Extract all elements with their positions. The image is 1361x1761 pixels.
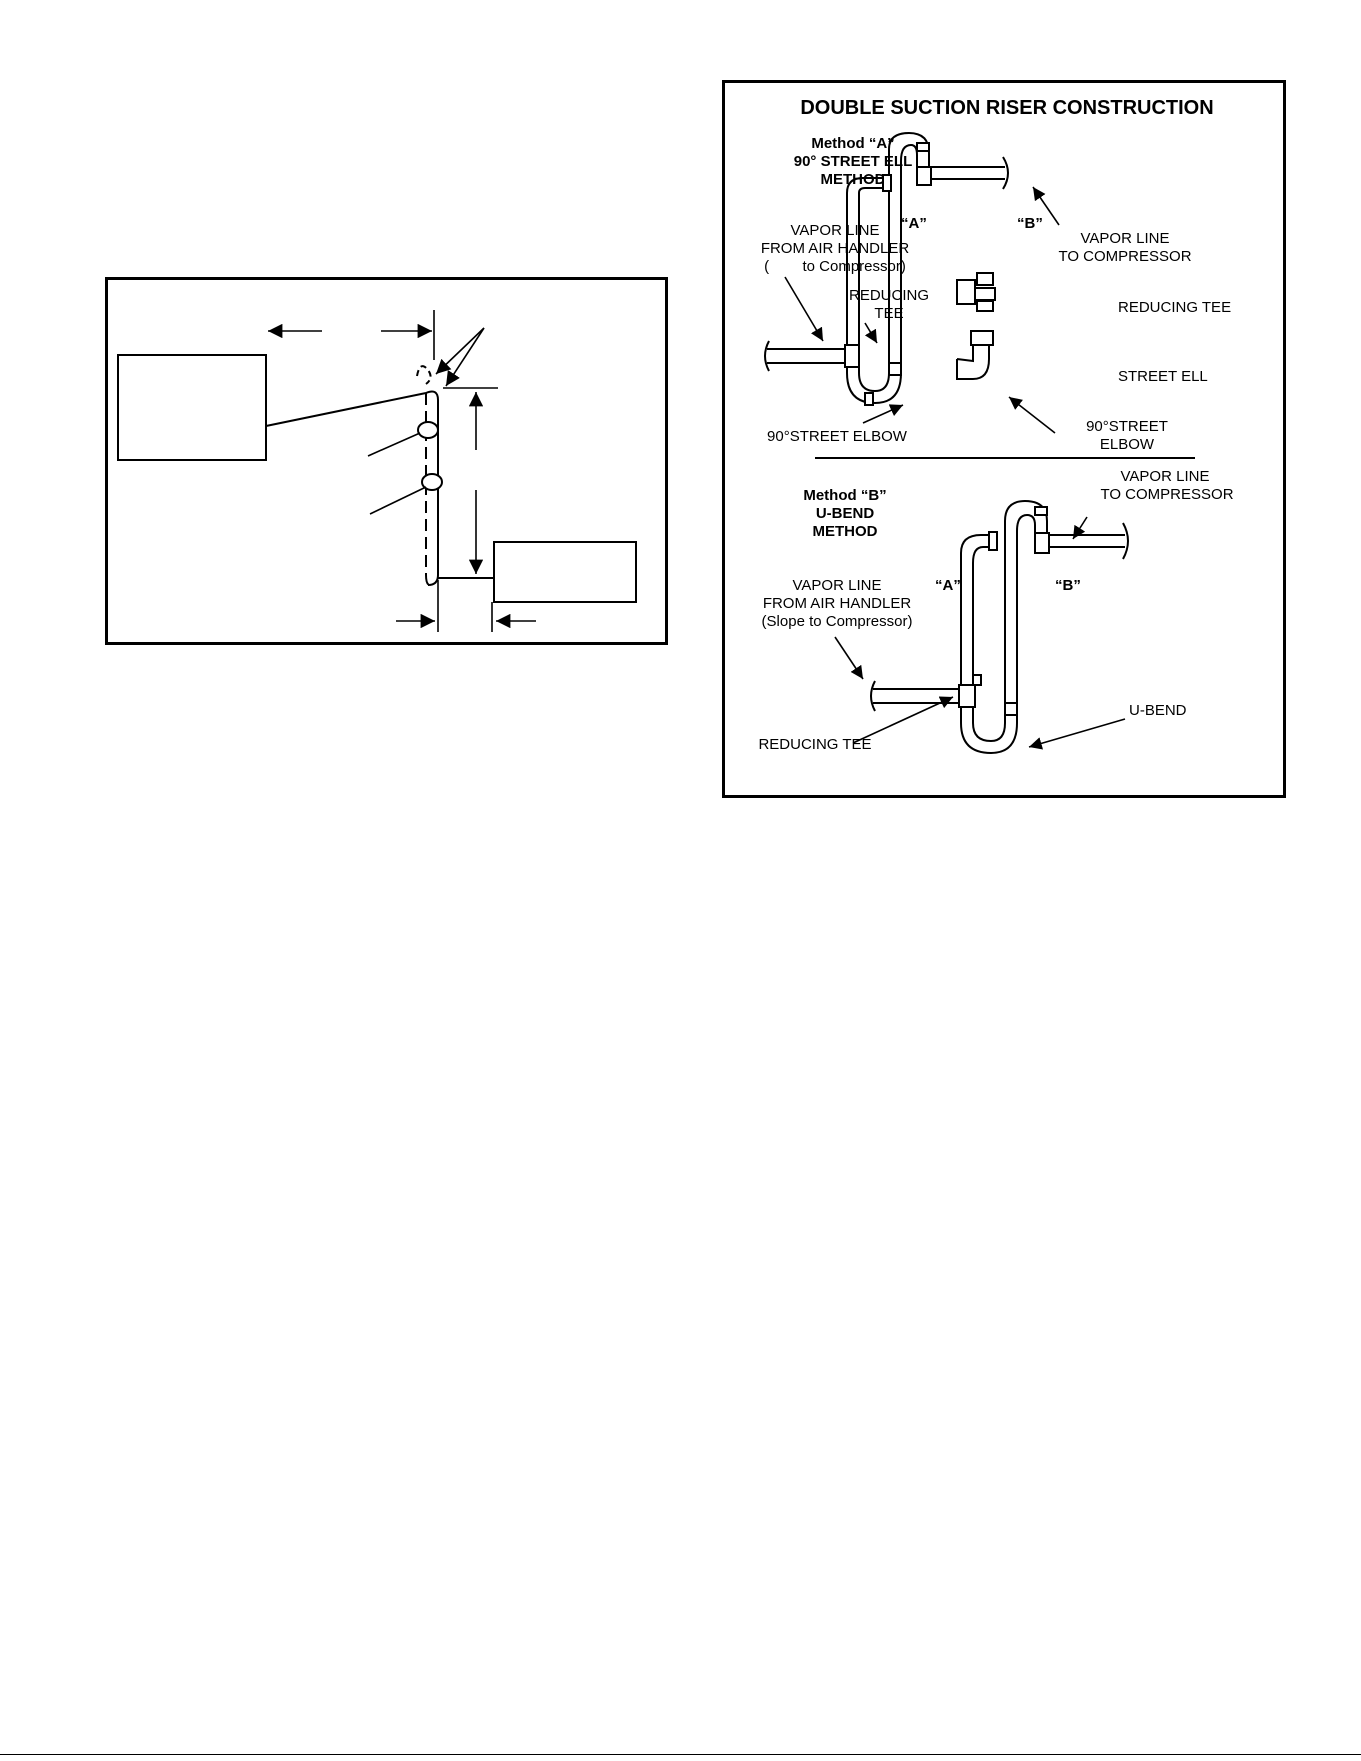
method-a-heading-2: 90° STREET ELL: [794, 153, 913, 170]
method-b-label-a: “A”: [935, 577, 961, 594]
method-b-vapor-out-2: TO COMPRESSOR: [1100, 486, 1233, 503]
reducing-tee-part-label: REDUCING TEE: [1118, 299, 1231, 316]
method-a-arrows: [784, 186, 1060, 434]
sloped-vapor-line: [265, 392, 427, 427]
method-b-arrows: [834, 516, 1126, 750]
elbow-right-label-1: 90°STREET: [1086, 418, 1168, 435]
method-a-pipe-assembly: [764, 131, 1009, 406]
street-ell-part: [956, 330, 994, 380]
method-b-heading-1: Method “B”: [803, 487, 886, 504]
method-a-vapor-in-2: FROM AIR HANDLER: [761, 240, 910, 257]
outdoor-unit-box: [493, 541, 637, 603]
riser-oval-1: [417, 421, 439, 439]
method-b-heading-2: U-BEND: [816, 505, 874, 522]
riser-oval-2: [421, 473, 443, 491]
elbow-left-label: 90°STREET ELBOW: [767, 428, 908, 445]
method-a-heading-1: Method “A”: [811, 135, 894, 152]
method-a-vapor-out-2: TO COMPRESSOR: [1058, 248, 1191, 265]
page-bottom-rule: [0, 1754, 1361, 1755]
riser-diagram-svg: [117, 310, 637, 632]
reducing-tee-part: [956, 272, 996, 312]
method-a-vapor-in-3: ( to Compressor): [764, 258, 906, 275]
top-arrow-1: [435, 327, 485, 375]
double-suction-riser-svg: DOUBLE SUCTION RISER CONSTRUCTION Method…: [758, 97, 1234, 755]
oval-leader-1: [367, 432, 421, 457]
riser-pipe-dashed: [425, 393, 431, 586]
method-b-u-bend: U-BEND: [1129, 702, 1187, 719]
oval-leader-2: [369, 486, 427, 515]
elbow-right-label-2: ELBOW: [1100, 436, 1155, 453]
method-b-pipe-assembly: [870, 499, 1129, 755]
panel-title: DOUBLE SUCTION RISER CONSTRUCTION: [800, 97, 1213, 119]
method-b-heading-3: METHOD: [813, 523, 878, 540]
method-a-label-a: “A”: [901, 215, 927, 232]
method-b-vapor-in-2: FROM AIR HANDLER: [763, 595, 912, 612]
method-a-vapor-out-1: VAPOR LINE: [1081, 230, 1170, 247]
indoor-unit-box: [117, 354, 267, 461]
double-suction-riser-panel: DOUBLE SUCTION RISER CONSTRUCTION Method…: [722, 80, 1286, 798]
method-a-label-b: “B”: [1017, 215, 1043, 232]
method-a-vapor-in-1: VAPOR LINE: [791, 222, 880, 239]
street-ell-part-label: STREET ELL: [1118, 368, 1208, 385]
method-b-vapor-out-1: VAPOR LINE: [1121, 468, 1210, 485]
method-b-vapor-in-1: VAPOR LINE: [793, 577, 882, 594]
top-arrow-2: [445, 327, 485, 387]
riser-diagram-panel: [105, 277, 668, 645]
method-b-reducing-tee: REDUCING TEE: [758, 736, 871, 753]
method-b-vapor-in-3: (Slope to Compressor): [762, 613, 913, 630]
riser-top-trap: [416, 365, 432, 385]
method-b-label-b: “B”: [1055, 577, 1081, 594]
